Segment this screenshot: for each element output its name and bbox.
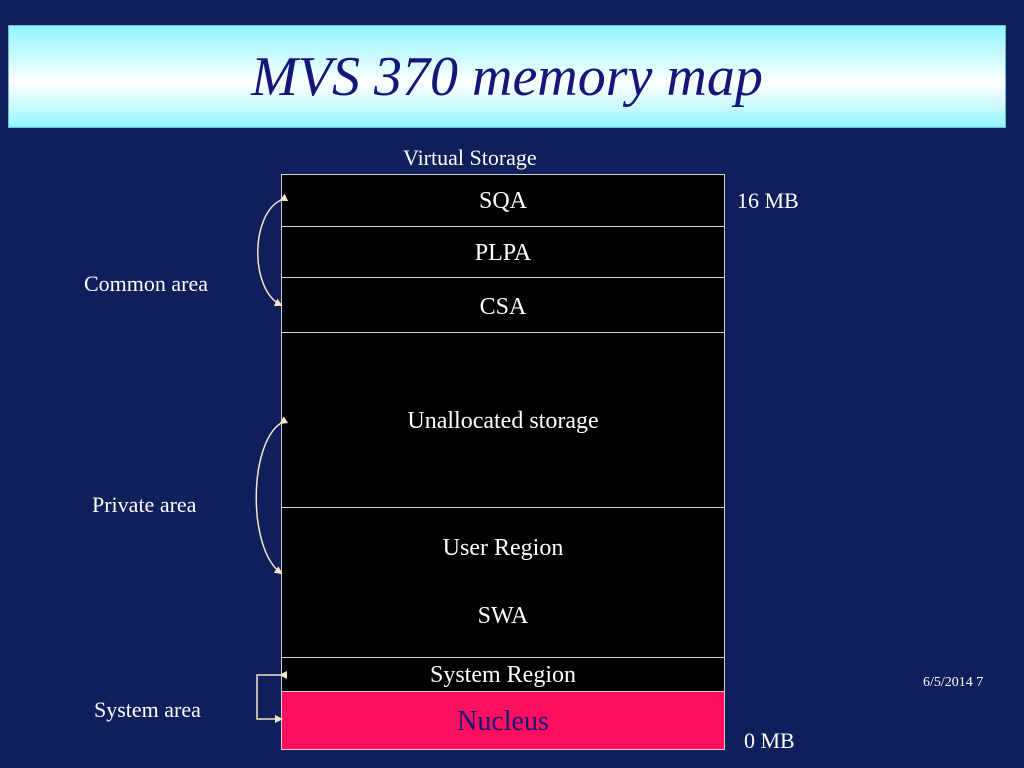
footer-date-page: 6/5/2014 7 <box>923 675 984 690</box>
segment-swa-label: SWA <box>477 603 529 629</box>
segment-csa-label: CSA <box>479 294 527 320</box>
system-area-bracket <box>256 671 287 723</box>
bottom-marker-0mb: 0 MB <box>744 728 795 753</box>
segment-unallocated: Unallocated storage <box>281 332 725 508</box>
top-marker-16mb: 16 MB <box>737 188 799 213</box>
segment-sqa-label: SQA <box>478 188 527 214</box>
segment-user-region: User Region SWA <box>281 507 725 658</box>
slide-title: MVS 370 memory map <box>251 45 763 108</box>
segment-system-region-label: System Region <box>429 662 576 688</box>
segment-sqa: SQA <box>281 174 725 227</box>
system-area-label: System area <box>94 697 201 722</box>
common-area-label: Common area <box>84 271 209 296</box>
private-area-bracket <box>255 416 289 575</box>
segment-plpa-label: PLPA <box>474 240 532 266</box>
virtual-storage-label: Virtual Storage <box>403 145 537 170</box>
segment-plpa: PLPA <box>281 226 725 278</box>
segment-system-region: System Region <box>281 657 725 692</box>
common-area-bracket <box>257 193 289 306</box>
segment-nucleus-label: Nucleus <box>457 706 549 737</box>
segment-user-region-label: User Region <box>442 535 564 561</box>
segment-nucleus: Nucleus <box>281 691 725 750</box>
private-area-label: Private area <box>92 492 197 517</box>
title-banner: MVS 370 memory map <box>8 25 1006 128</box>
segment-csa: CSA <box>281 277 725 333</box>
segment-unallocated-label: Unallocated storage <box>407 408 599 434</box>
